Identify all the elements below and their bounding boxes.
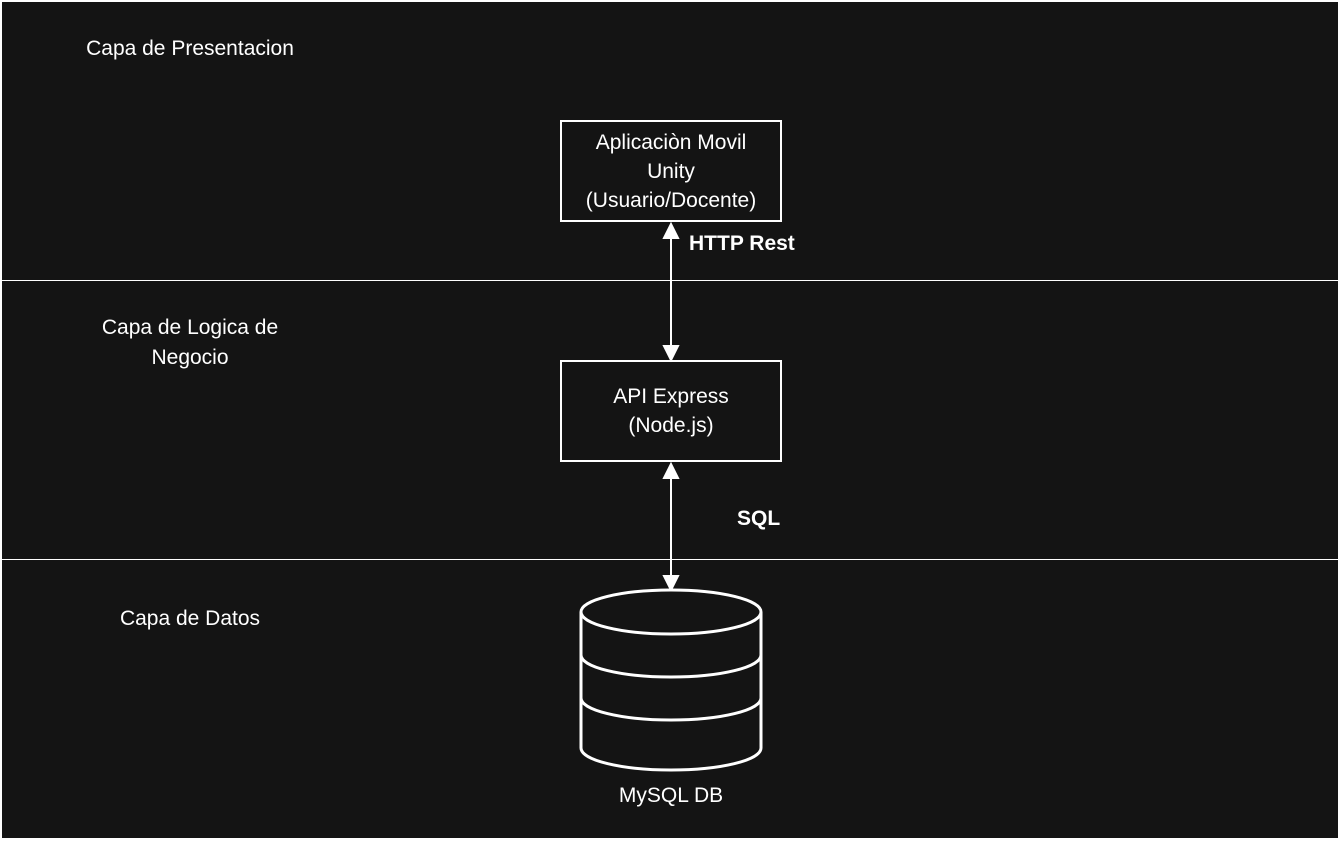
- mobile-app-node-line-3: (Usuario/Docente): [585, 188, 757, 212]
- mobile-app-node-line-1: Aplicaciòn Movil: [595, 130, 747, 154]
- presentation-layer-title-line: Capa de Presentacion: [86, 37, 294, 60]
- sql-label: SQL: [737, 507, 781, 530]
- business-logic-layer-title-line-2: Negocio: [151, 346, 229, 369]
- data-layer-title: Capa de Datos: [60, 604, 320, 634]
- http-rest-label: HTTP Rest: [689, 232, 795, 255]
- mysql-db-label: MySQL DB: [618, 784, 724, 807]
- business-logic-layer-title-line-1: Capa de Logica de: [101, 316, 279, 339]
- data-layer-title-line: Capa de Datos: [119, 607, 261, 630]
- mobile-app-node[interactable]: Aplicaciòn Movil Unity (Usuario/Docente): [560, 120, 782, 222]
- api-express-node[interactable]: API Express (Node.js): [560, 360, 782, 462]
- mobile-app-node-line-2: Unity: [647, 159, 695, 183]
- presentation-layer-title: Capa de Presentacion: [60, 34, 320, 64]
- api-express-node-line-2: (Node.js): [628, 414, 714, 437]
- business-logic-layer-title: Capa de Logica de Negocio: [60, 313, 320, 373]
- api-express-node-line-1: API Express: [613, 385, 729, 408]
